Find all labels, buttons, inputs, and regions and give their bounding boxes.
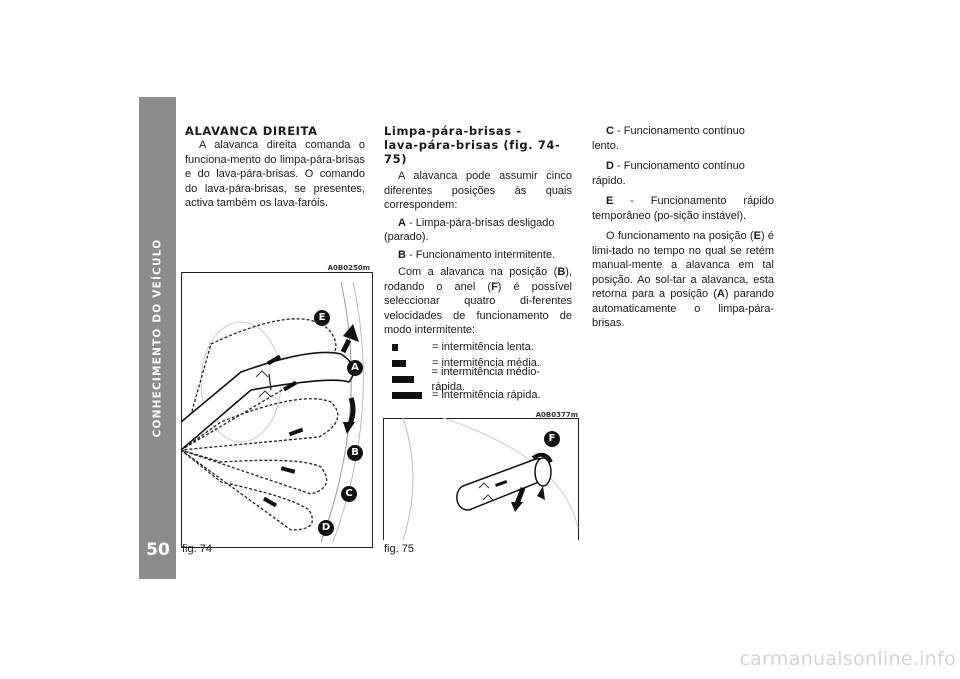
speed-bar — [392, 376, 414, 383]
item-a-text: - Limpa-pára-brisas desligado (parado). — [384, 216, 555, 244]
legend-text: = intermitência rápida. — [432, 389, 541, 402]
ring-key-b: B — [557, 266, 566, 278]
item-a: A - Limpa-pára-brisas desligado (parado)… — [384, 216, 572, 245]
item-e: E - Funcionamento rápido temporâneo (po-… — [592, 194, 774, 223]
page-number: 50 — [146, 540, 170, 560]
ring-text-3: ) é possível seleccionar quatro di-feren… — [384, 280, 572, 337]
position-e-paragraph: O funcionamento na posição (E) é limi-ta… — [592, 229, 774, 331]
legend-row: = intermitência rápida. — [392, 388, 572, 404]
legend-row: = intermitência média. — [392, 356, 572, 372]
position-badge-b: B — [347, 445, 363, 461]
fig75-label-f: F — [544, 431, 560, 447]
heading-line-1: Limpa-pára-brisas - — [384, 124, 522, 138]
item-a-key: A — [398, 216, 406, 229]
speed-bar — [392, 344, 398, 351]
position-badge-e: E — [314, 310, 330, 326]
section-title: CONHECIMENTO DO VEÍCULO — [151, 238, 164, 438]
position-badge-d: D — [318, 520, 334, 536]
speed-bars-icon — [392, 376, 432, 383]
item-c: C - Funcionamento contínuo lento. — [592, 124, 774, 153]
item-c-key: C — [606, 125, 614, 137]
legend-row: = intermitência lenta. — [392, 340, 572, 356]
ring-key-f: F — [491, 280, 498, 293]
speed-bar — [392, 392, 422, 399]
item-d: D - Funcionamento contínuo rápido. — [592, 159, 774, 188]
speed-bars-icon — [392, 392, 432, 399]
fig74-caption: fig. 74 — [182, 543, 212, 555]
ring-text-1: Com a alavanca na posição ( — [398, 266, 558, 278]
column-1: ALAVANCA DIREITA A alavanca direita coma… — [185, 124, 365, 211]
item-e-key: E — [606, 195, 614, 207]
heading-line-2: lava-pára-brisas (fig. 74-75) — [384, 138, 561, 166]
watermark: carmanualsonline.info — [739, 648, 956, 670]
pos-e-key-a: A — [716, 288, 725, 300]
fig75-illustration — [383, 418, 579, 540]
subsection-heading: Limpa-pára-brisas - lava-pára-brisas (fi… — [384, 124, 572, 166]
legend-row: = intermitência médio-rápida. — [392, 366, 572, 393]
intermittence-legend: = intermitência lenta. = intermitência mé… — [384, 340, 572, 404]
item-b-text: - Funcionamento intermitente. — [409, 248, 556, 261]
column-3: C - Funcionamento contínuo lento. D - Fu… — [592, 124, 774, 331]
pos-e-text-3: ) parando automaticamente o limpa-pára-b… — [592, 288, 774, 329]
fig75-code: A0B0377m — [535, 411, 578, 419]
speed-bars-icon — [392, 360, 432, 367]
positions-intro: A alavanca pode assumir cinco diferentes… — [384, 170, 572, 211]
position-badge-a: A — [347, 360, 363, 376]
item-e-text: - Funcionamento rápido temporâneo (po-si… — [592, 195, 774, 222]
item-d-text: - Funcionamento contínuo rápido. — [592, 160, 745, 187]
ring-paragraph: Com a alavanca na posição (B), rodando o… — [384, 265, 572, 338]
legend-text: = intermitência média. — [432, 357, 540, 370]
ring-text-2: ), rodando o anel ( — [384, 266, 572, 293]
intro-paragraph: A alavanca direita comanda o funciona-me… — [185, 139, 365, 209]
section-heading: ALAVANCA DIREITA — [185, 124, 318, 138]
fig74-illustration — [181, 272, 373, 548]
position-badge-c: C — [341, 486, 357, 502]
item-d-key: D — [606, 160, 614, 172]
pos-e-key-e: E — [753, 230, 761, 242]
legend-text: = intermitência lenta. — [432, 341, 534, 354]
fig75-caption: fig. 75 — [384, 543, 414, 555]
pos-e-text-1: O funcionamento na posição ( — [606, 230, 754, 242]
column-2: Limpa-pára-brisas - lava-pára-brisas (fi… — [384, 124, 572, 404]
item-c-text: - Funcionamento contínuo lento. — [592, 125, 745, 152]
pos-e-text-2: ) é limi-tado no tempo no qual se retém … — [592, 230, 774, 300]
item-b: B - Funcionamento intermitente. — [384, 248, 572, 263]
legend-text: = intermitência médio-rápida. — [431, 366, 541, 393]
section-sidebar: CONHECIMENTO DO VEÍCULO — [139, 97, 176, 579]
speed-bar — [392, 360, 406, 367]
item-b-key: B — [398, 248, 406, 261]
fig74-code: A0B0250m — [327, 264, 370, 272]
speed-bars-icon — [392, 344, 432, 351]
